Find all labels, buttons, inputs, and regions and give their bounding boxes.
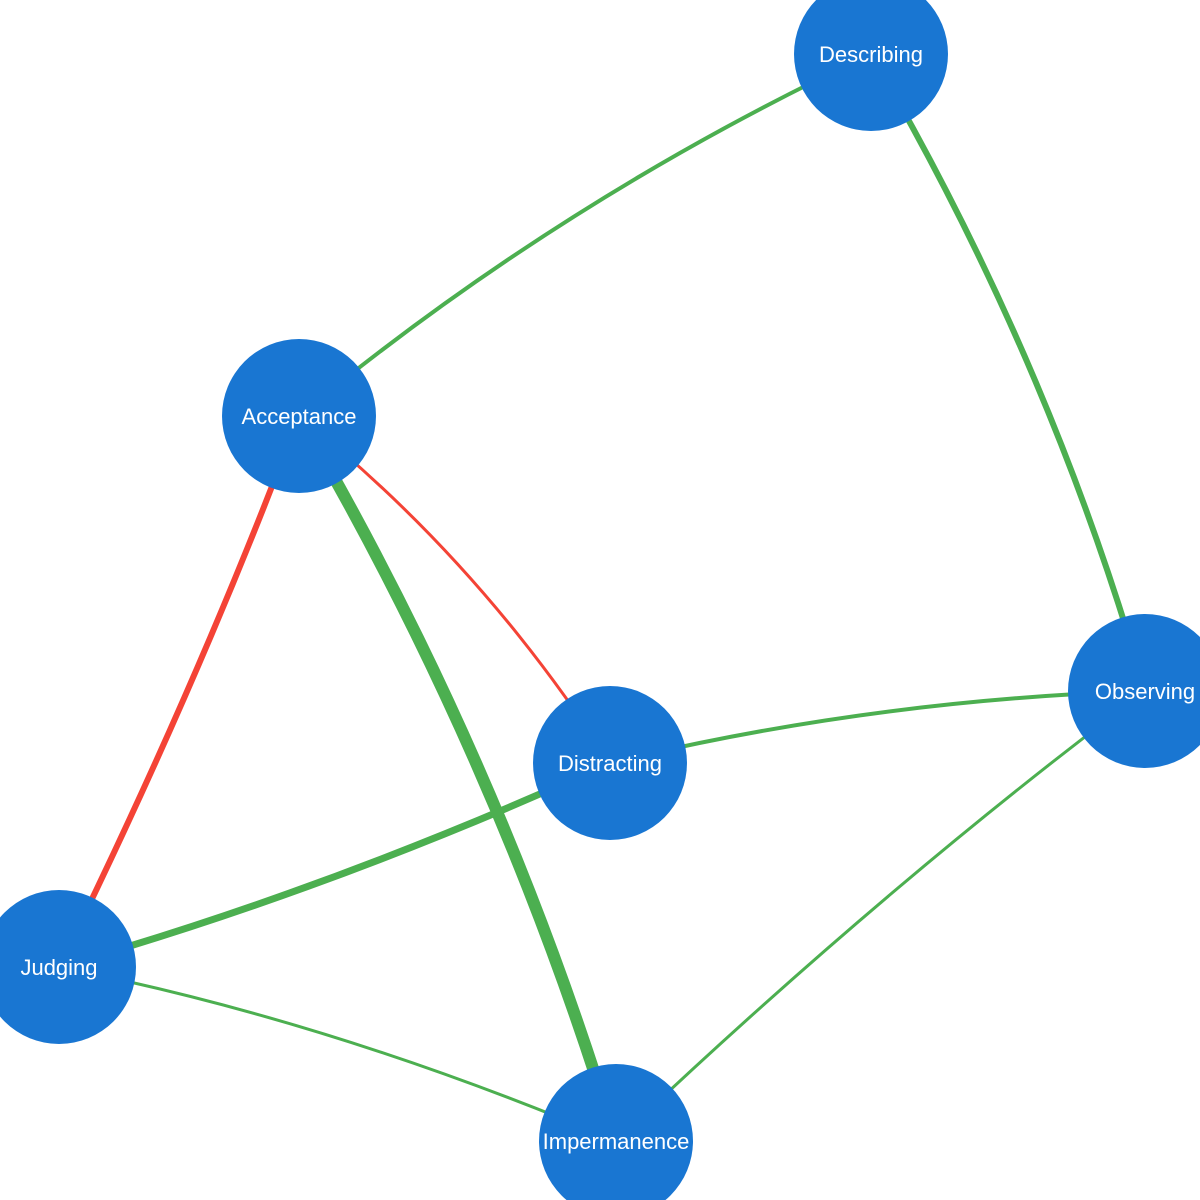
edge-observing-impermanence <box>614 689 1147 1143</box>
node-observing[interactable]: Observing <box>1068 614 1200 768</box>
edge-acceptance-describing <box>297 52 873 418</box>
node-acceptance[interactable]: Acceptance <box>222 339 376 493</box>
node-judging-circle[interactable] <box>0 890 136 1044</box>
node-acceptance-circle[interactable] <box>222 339 376 493</box>
node-impermanence-circle[interactable] <box>539 1064 693 1200</box>
node-judging-label: Judging <box>20 955 97 980</box>
node-observing-circle[interactable] <box>1068 614 1200 768</box>
node-distracting-circle[interactable] <box>533 686 687 840</box>
node-describing[interactable]: Describing <box>794 0 948 131</box>
node-acceptance-label: Acceptance <box>242 404 357 429</box>
node-describing-circle[interactable] <box>794 0 948 131</box>
edge-describing-observing <box>868 51 1148 694</box>
node-judging[interactable]: Judging <box>0 890 136 1044</box>
node-impermanence[interactable]: Impermanence <box>539 1064 693 1200</box>
node-distracting-label: Distracting <box>558 751 662 776</box>
edge-distracting-judging <box>55 759 614 971</box>
node-impermanence-label: Impermanence <box>543 1129 690 1154</box>
edge-acceptance-judging <box>56 413 302 970</box>
edge-judging-impermanence <box>57 965 618 1143</box>
node-describing-label: Describing <box>819 42 923 67</box>
node-distracting[interactable]: Distracting <box>533 686 687 840</box>
edges-layer <box>55 51 1148 1147</box>
edge-acceptance-impermanence <box>293 410 622 1147</box>
node-observing-label: Observing <box>1095 679 1195 704</box>
